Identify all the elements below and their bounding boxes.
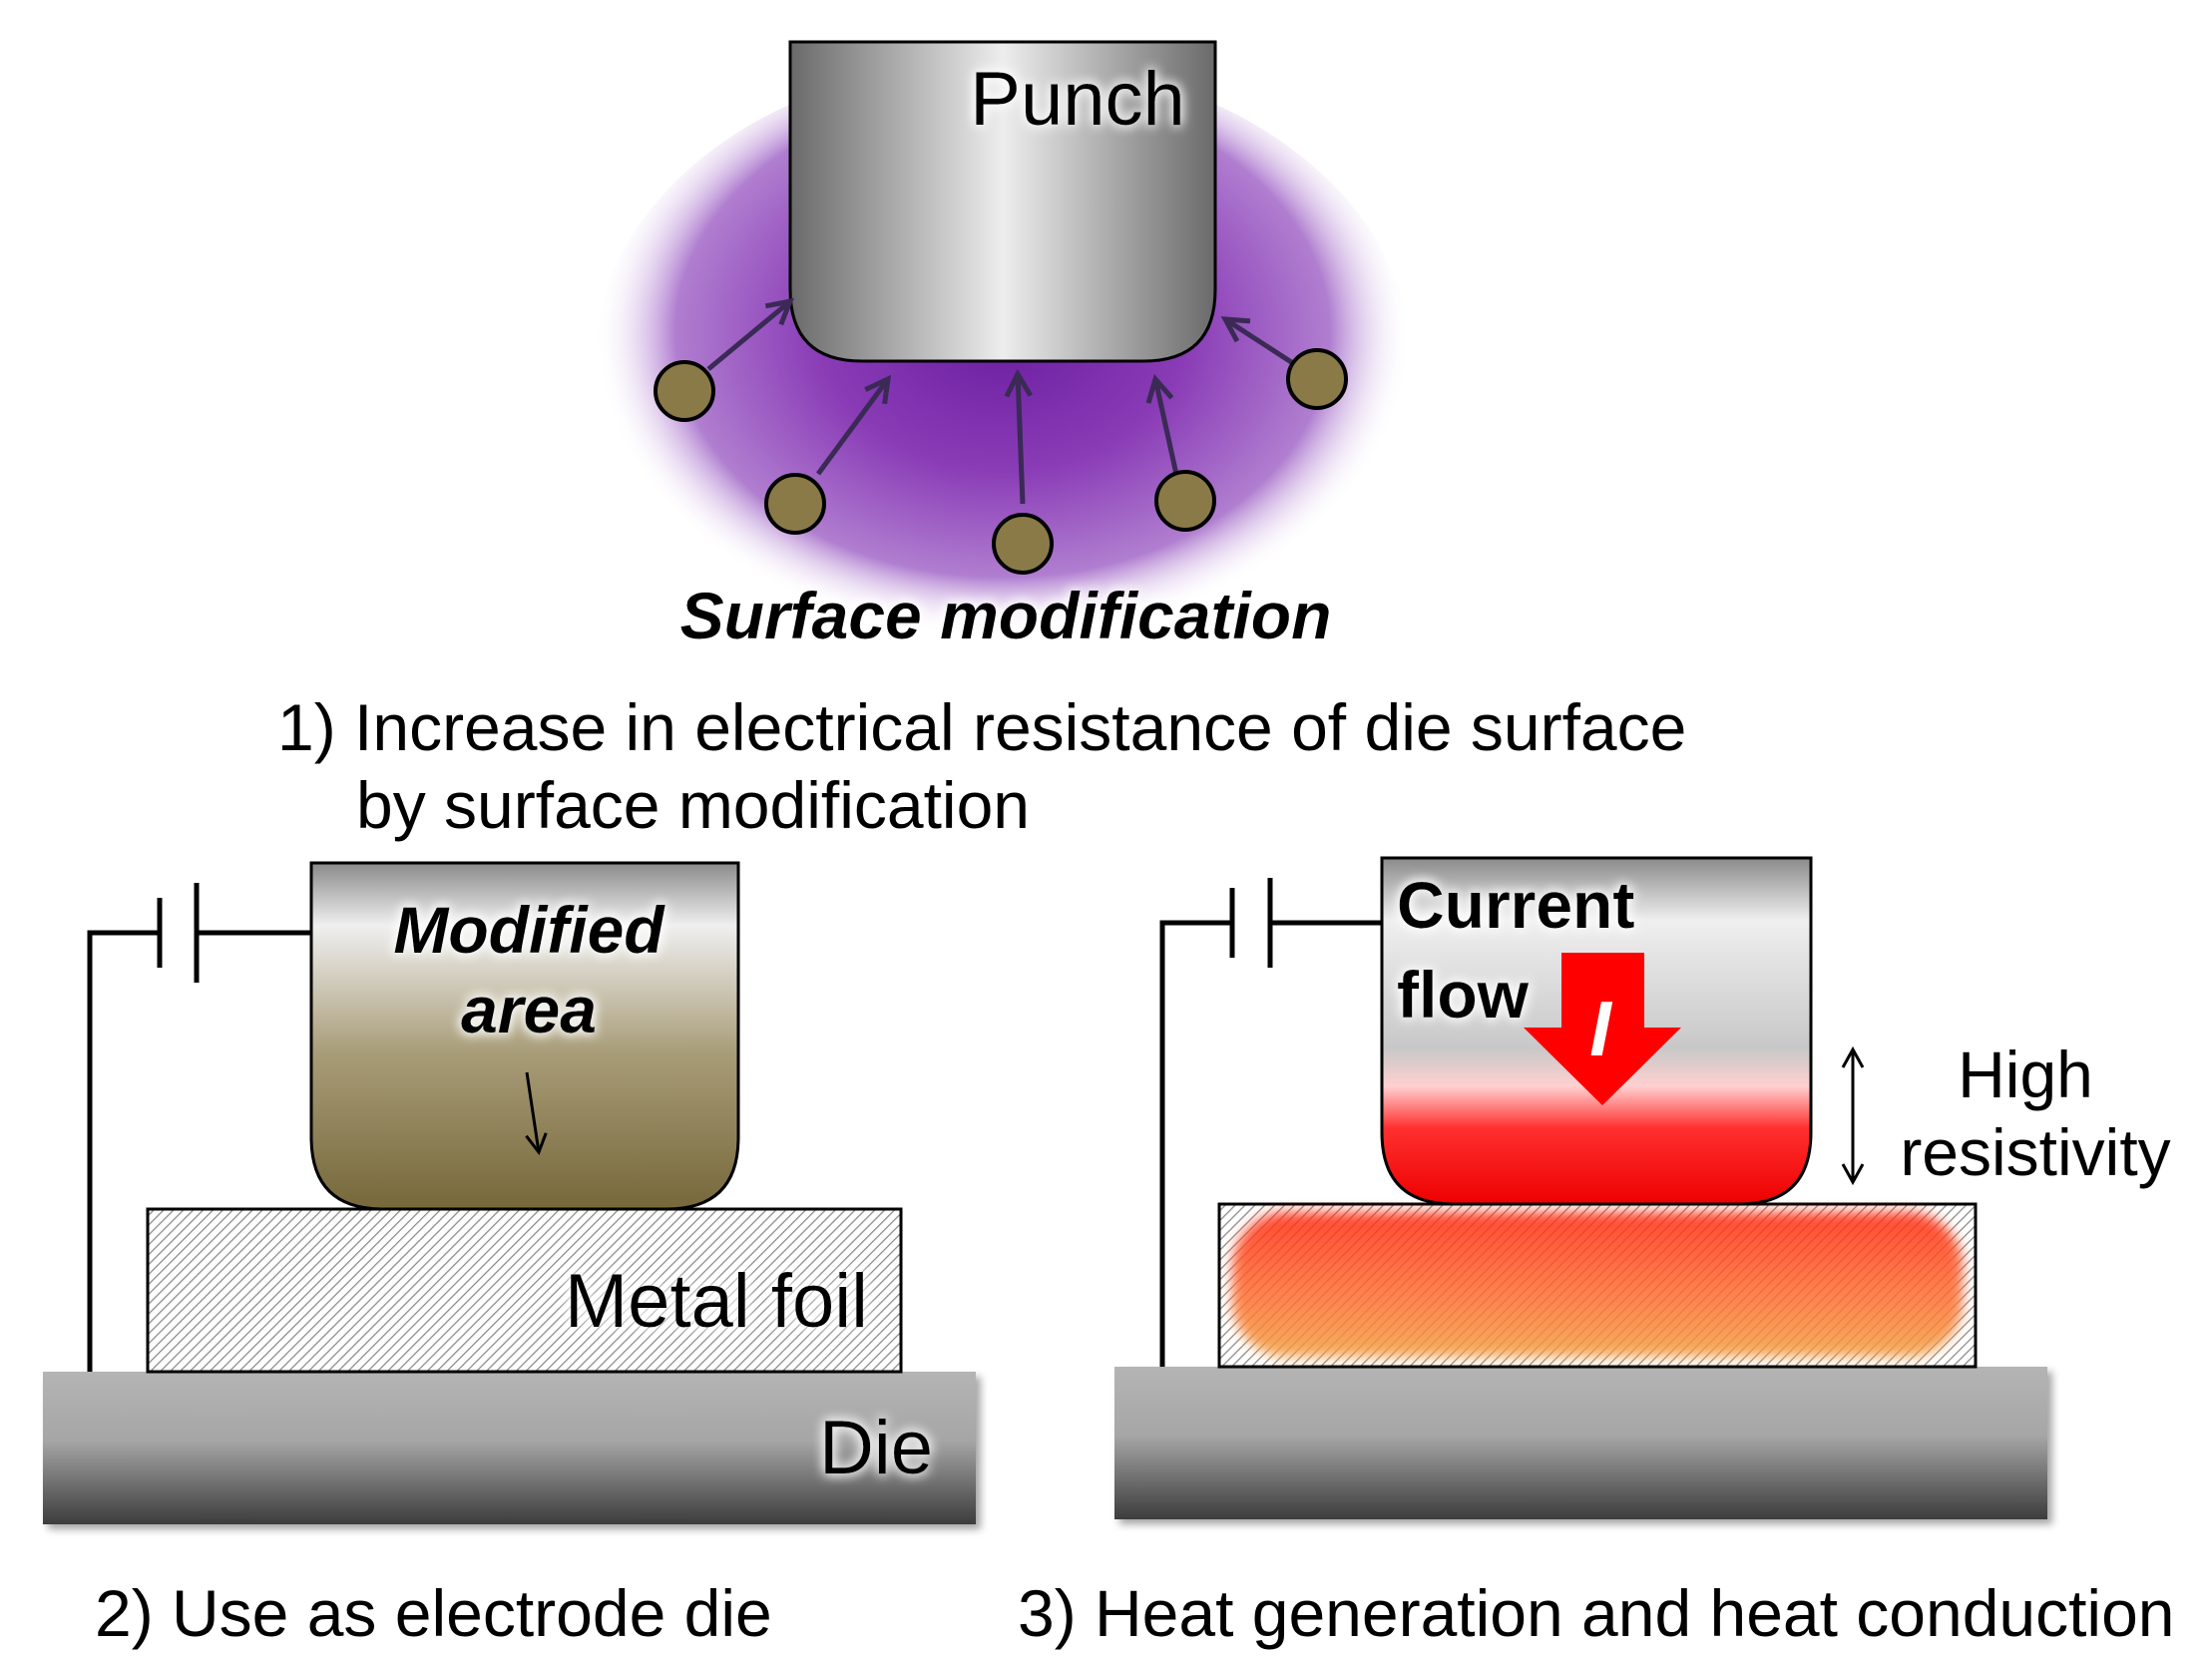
die-label: Die — [819, 1406, 933, 1490]
metal-foil — [146, 1207, 903, 1374]
particle-arrows — [706, 297, 1304, 505]
current-flow-label-2: flow — [1397, 958, 1530, 1032]
particle-arrow — [1145, 373, 1180, 480]
caption-3: 3) Heat generation and heat conduction — [1018, 1576, 2175, 1650]
particle-arrow — [1004, 368, 1033, 505]
caption-1-line-2: by surface modification — [356, 768, 1030, 842]
metal-foil-label: Metal foil — [565, 1259, 868, 1344]
punch-label: Punch — [970, 57, 1185, 142]
high-resistivity-label-2: resistivity — [1900, 1115, 2170, 1189]
particle-arrow — [815, 374, 892, 476]
particle — [764, 473, 826, 535]
particle-arrow — [1220, 316, 1304, 372]
particle — [654, 360, 715, 422]
current-flow-label-1: Current — [1397, 868, 1634, 942]
current-arrow — [1524, 953, 1681, 1105]
particle — [992, 513, 1054, 575]
die — [43, 1372, 976, 1524]
heat-zone — [1232, 1212, 1963, 1357]
circuit-wire — [1159, 878, 1382, 1372]
current-symbol: I — [1589, 985, 1612, 1072]
die — [1114, 1367, 2047, 1519]
particle-arrow — [706, 297, 795, 371]
circuit-wire — [87, 883, 311, 1377]
particle — [1154, 470, 1216, 532]
surface-modification-label: Surface modification — [680, 579, 1332, 652]
panel-heat-generation: Current flow I High resistivity 3) Heat … — [1018, 856, 2175, 1650]
particle — [1286, 348, 1348, 410]
modified-area-label-1: Modified — [393, 893, 665, 967]
panel-surface-modification: Punch Surface modification 1) Increase i… — [277, 40, 1686, 842]
punch-modified — [309, 861, 740, 1211]
modified-area-label-2: area — [461, 973, 597, 1046]
caption-2: 2) Use as electrode die — [95, 1576, 772, 1650]
panel-electrode-die: Die Metal foil Modified area 2) Use as e… — [43, 861, 976, 1650]
modified-area-arrow — [525, 1071, 548, 1156]
high-resistivity-label-1: High — [1958, 1037, 2093, 1111]
caption-1-line-1: 1) Increase in electrical resistance of … — [277, 690, 1686, 764]
particles — [654, 348, 1348, 575]
punch — [788, 40, 1217, 363]
